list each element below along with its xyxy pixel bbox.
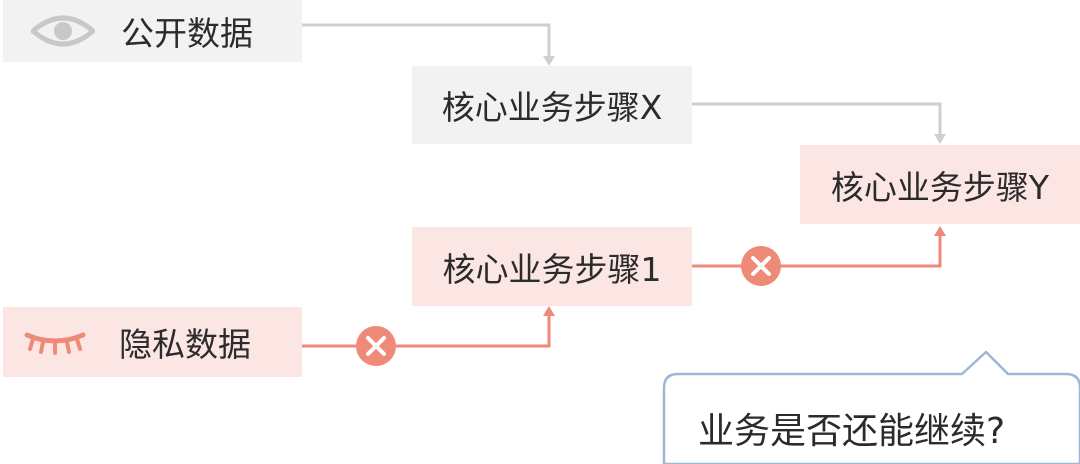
eye-closed-icon bbox=[24, 332, 86, 355]
core-step-x-node: 核心业务步骤X bbox=[412, 66, 692, 144]
private-data-label: 隐私数据 bbox=[119, 325, 251, 364]
public-flow-line-2 bbox=[692, 102, 946, 144]
core-step-y-node: 核心业务步骤Y bbox=[800, 145, 1080, 224]
blocked-x-icon bbox=[356, 326, 396, 366]
eye-open-icon bbox=[31, 15, 95, 47]
core-step-x-label: 核心业务步骤X bbox=[441, 88, 663, 127]
public-flow-line-1 bbox=[302, 23, 555, 66]
public-data-node: 公开数据 bbox=[3, 0, 302, 62]
core-step-1-label: 核心业务步骤1 bbox=[442, 249, 662, 289]
blocked-x-icon bbox=[741, 246, 781, 286]
callout-question-text: 业务是否还能继续? bbox=[698, 411, 1006, 452]
public-data-label: 公开数据 bbox=[121, 14, 253, 53]
private-data-node: 隐私数据 bbox=[3, 307, 302, 377]
core-step-y-label: 核心业务步骤Y bbox=[830, 167, 1050, 207]
core-step-1-node: 核心业务步骤1 bbox=[412, 227, 692, 306]
